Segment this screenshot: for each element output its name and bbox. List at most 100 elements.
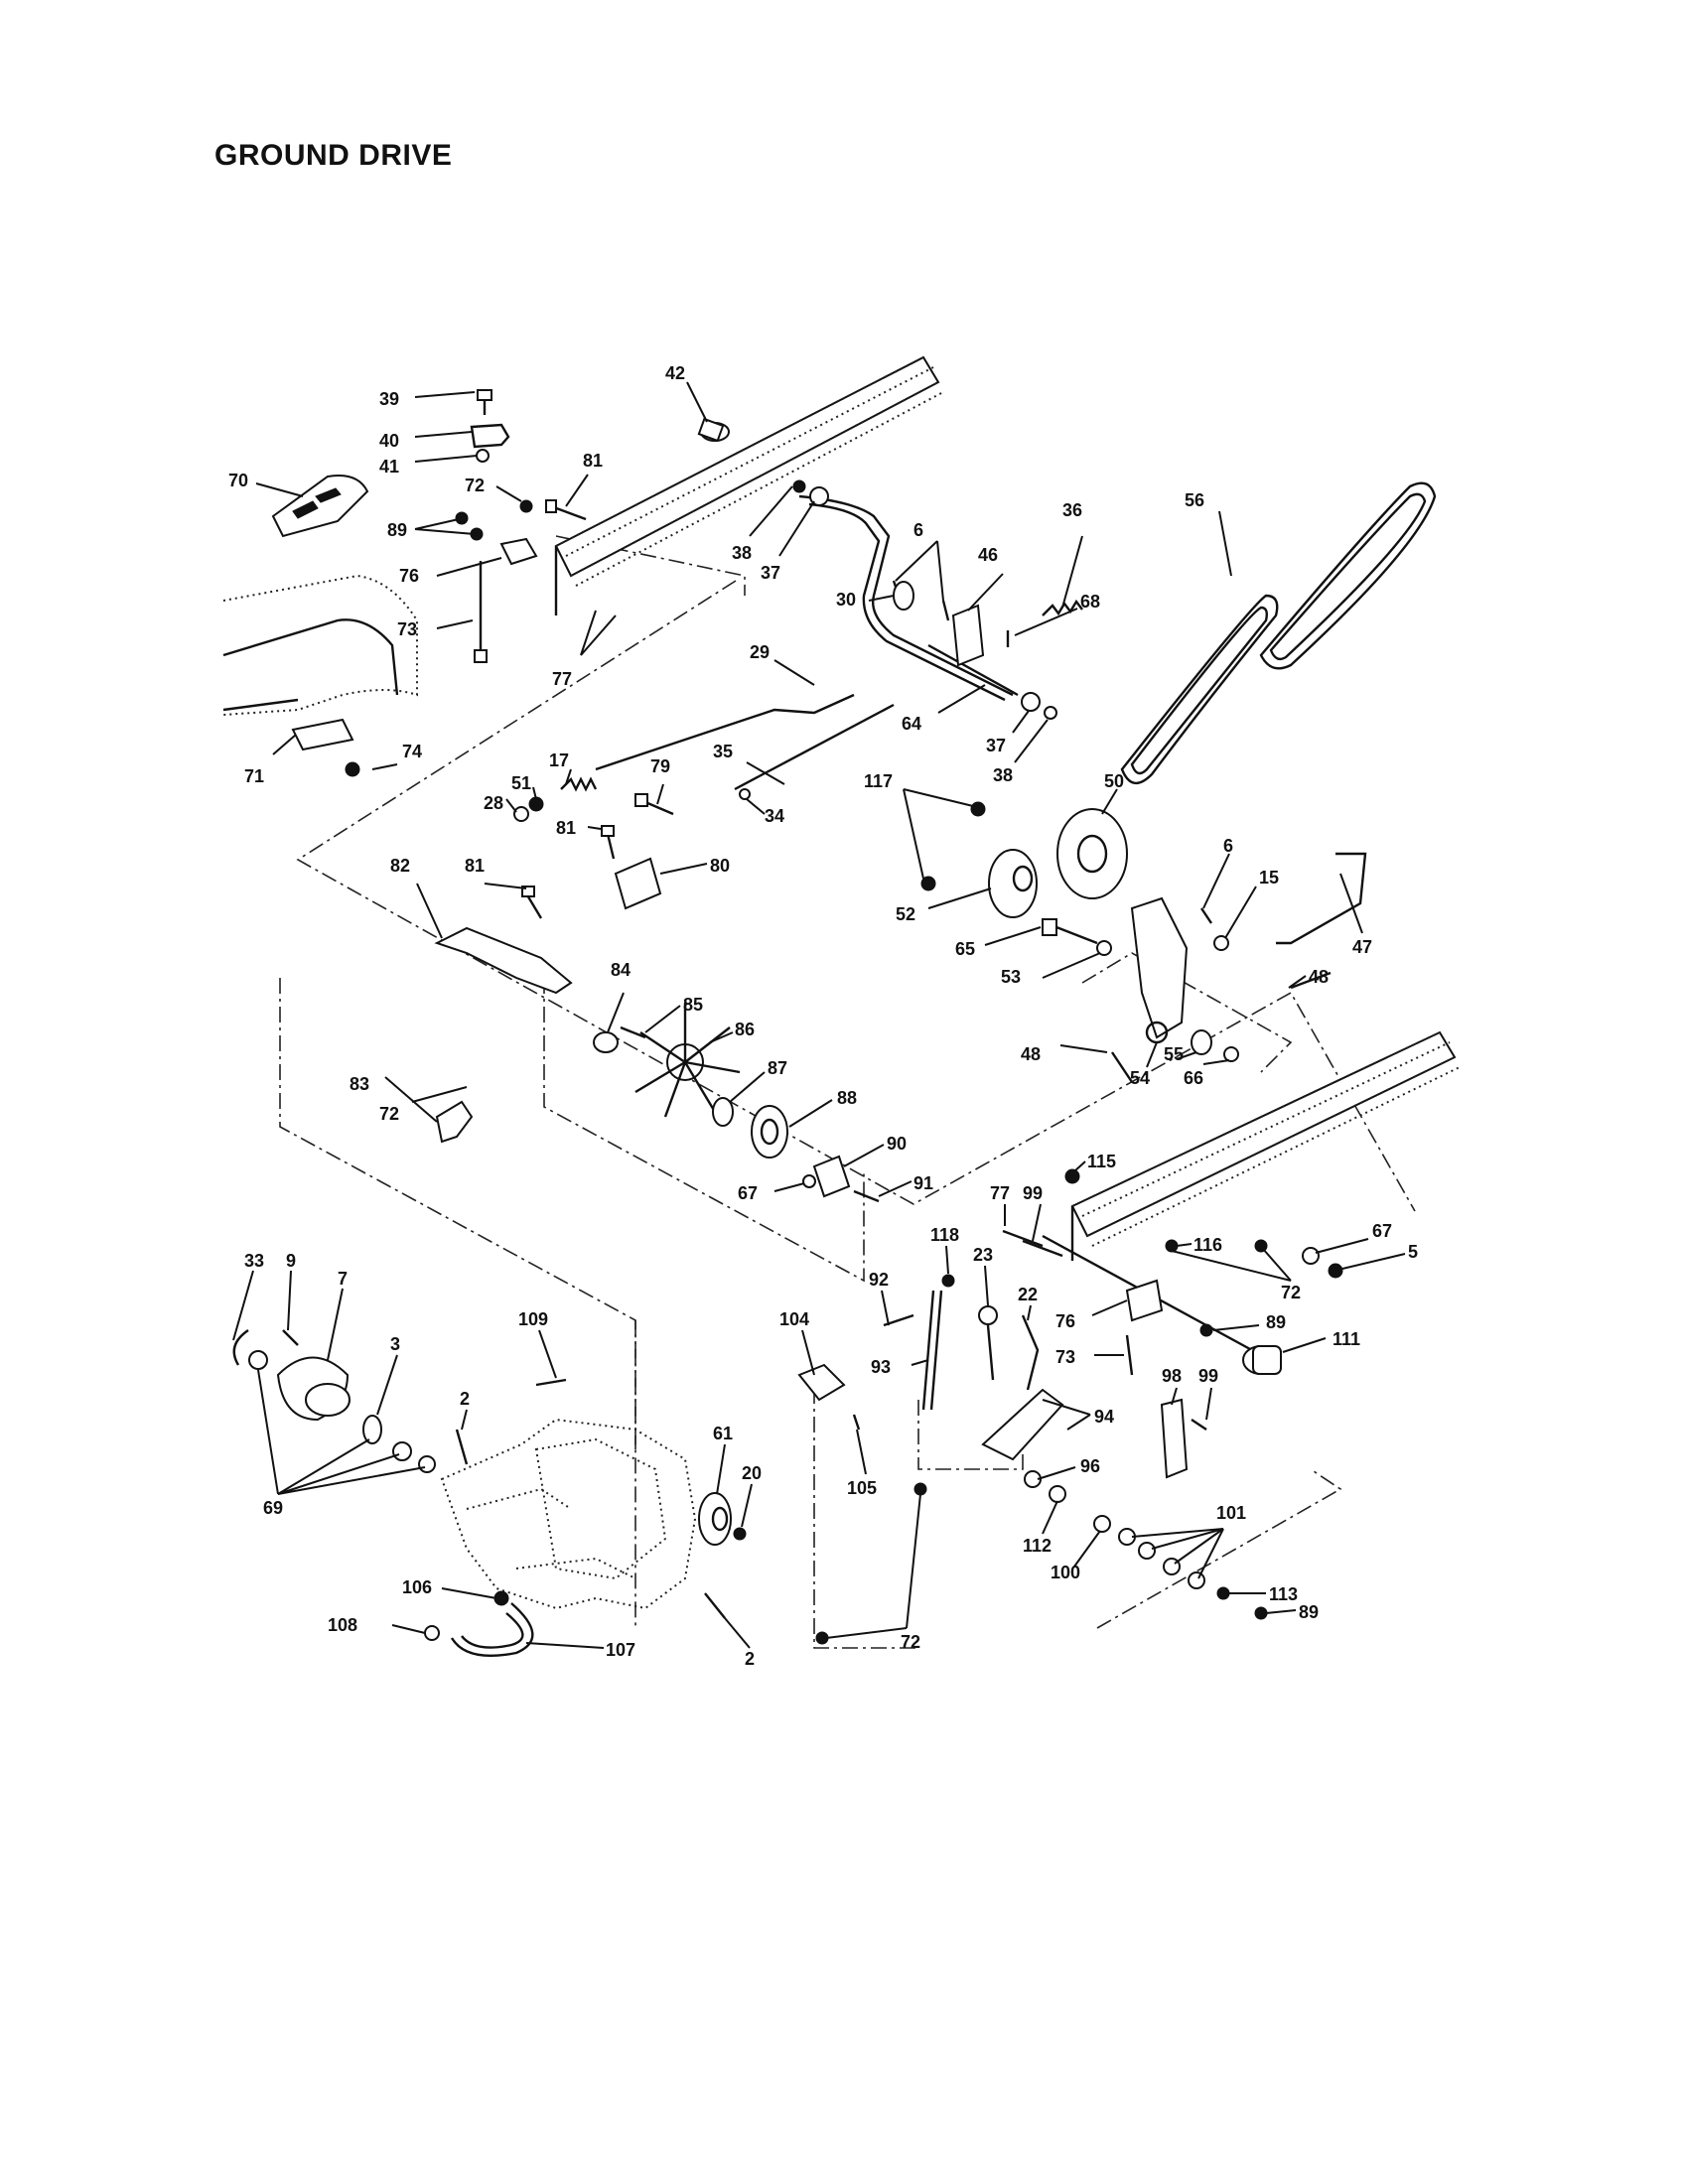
- fender-body: [222, 574, 418, 716]
- callout-36: 36: [1062, 500, 1082, 520]
- callout-92: 92: [869, 1270, 889, 1290]
- callout-74: 74: [402, 742, 422, 761]
- callout-53: 53: [1001, 967, 1021, 987]
- callout-116: 116: [1193, 1235, 1222, 1255]
- transaxle: [440, 1418, 697, 1610]
- callout-108: 108: [328, 1615, 357, 1635]
- callout-38: 38: [732, 543, 752, 563]
- callout-7: 7: [338, 1269, 348, 1289]
- callout-112: 112: [1023, 1536, 1052, 1556]
- callout-89b: 89: [1266, 1312, 1286, 1332]
- callout-81b: 81: [556, 818, 576, 838]
- callout-9: 9: [286, 1251, 296, 1271]
- callout-86: 86: [735, 1020, 755, 1039]
- callout-99b: 99: [1198, 1366, 1218, 1386]
- callout-98: 98: [1162, 1366, 1182, 1386]
- callout-labels: 39 40 41 42 70 72 81 89 38 37 6 36 56 76…: [228, 363, 1418, 1669]
- frame-rail-lower: [1070, 1030, 1461, 1261]
- callout-73b: 73: [1055, 1347, 1075, 1367]
- callout-81: 81: [583, 451, 603, 471]
- callout-83: 83: [350, 1074, 369, 1094]
- callout-34: 34: [765, 806, 784, 826]
- callout-99: 99: [1023, 1183, 1043, 1203]
- callout-33: 33: [244, 1251, 264, 1271]
- callout-107: 107: [606, 1640, 635, 1660]
- callout-2b: 2: [745, 1649, 755, 1669]
- fan-blade: [634, 1003, 741, 1118]
- callout-93: 93: [871, 1357, 891, 1377]
- callout-87: 87: [768, 1058, 787, 1078]
- callout-35: 35: [713, 742, 733, 761]
- callout-29: 29: [750, 642, 770, 662]
- callout-82: 82: [390, 856, 410, 876]
- pulley-bracket-outline: [1081, 952, 1293, 1073]
- callout-38b: 38: [993, 765, 1013, 785]
- callout-76: 76: [399, 566, 419, 586]
- callout-88: 88: [837, 1088, 857, 1108]
- callout-90: 90: [887, 1134, 907, 1154]
- callout-23: 23: [973, 1245, 993, 1265]
- callout-104: 104: [779, 1309, 809, 1329]
- callout-67b: 67: [1372, 1221, 1392, 1241]
- callout-42: 42: [665, 363, 685, 383]
- callout-6: 6: [913, 520, 923, 540]
- callout-100: 100: [1051, 1563, 1080, 1582]
- callout-6b: 6: [1223, 836, 1233, 856]
- callout-37: 37: [761, 563, 780, 583]
- callout-96: 96: [1080, 1456, 1100, 1476]
- callout-64: 64: [902, 714, 921, 734]
- callout-52: 52: [896, 904, 915, 924]
- page-title: GROUND DRIVE: [214, 139, 453, 172]
- callout-111: 111: [1333, 1329, 1360, 1349]
- callout-39: 39: [379, 389, 399, 409]
- callout-71: 71: [244, 766, 264, 786]
- callout-68: 68: [1080, 592, 1100, 612]
- callout-56: 56: [1185, 490, 1204, 510]
- callout-47: 47: [1352, 937, 1372, 957]
- callout-41: 41: [379, 457, 399, 477]
- callout-109: 109: [518, 1309, 548, 1329]
- lower-right-outline: [1096, 1468, 1342, 1629]
- callout-3: 3: [390, 1334, 400, 1354]
- callout-69: 69: [263, 1498, 283, 1518]
- callout-77b: 77: [990, 1183, 1010, 1203]
- callout-50: 50: [1104, 771, 1124, 791]
- upper-frame-outline: [296, 580, 1416, 1212]
- callout-54: 54: [1130, 1068, 1150, 1088]
- callout-72c: 72: [1281, 1283, 1301, 1302]
- callout-115: 115: [1087, 1152, 1116, 1171]
- callout-89c: 89: [1299, 1602, 1319, 1622]
- callout-105: 105: [847, 1478, 877, 1498]
- callout-28: 28: [484, 793, 503, 813]
- callout-70: 70: [228, 471, 248, 490]
- callout-22: 22: [1018, 1285, 1038, 1304]
- callout-113: 113: [1269, 1584, 1298, 1604]
- callout-76b: 76: [1055, 1311, 1075, 1331]
- frame-rail-upper: [554, 355, 944, 615]
- callout-81c: 81: [465, 856, 485, 876]
- callout-118: 118: [930, 1225, 959, 1245]
- callout-117: 117: [864, 771, 893, 791]
- callout-67: 67: [738, 1183, 758, 1203]
- callout-20: 20: [742, 1463, 762, 1483]
- callout-77: 77: [552, 669, 572, 689]
- callout-61: 61: [713, 1424, 733, 1443]
- drive-belt: [1120, 481, 1437, 784]
- callout-37b: 37: [986, 736, 1006, 755]
- callout-2: 2: [460, 1389, 470, 1409]
- callout-73: 73: [397, 619, 417, 639]
- callout-46: 46: [978, 545, 998, 565]
- callout-79: 79: [650, 756, 670, 776]
- control-outline: [813, 1388, 918, 1649]
- callout-5: 5: [1408, 1242, 1418, 1262]
- callout-94: 94: [1094, 1407, 1114, 1427]
- callout-106: 106: [402, 1577, 432, 1597]
- callout-65: 65: [955, 939, 975, 959]
- callout-17: 17: [549, 751, 569, 770]
- callout-80: 80: [710, 856, 730, 876]
- callout-40: 40: [379, 431, 399, 451]
- callout-30: 30: [836, 590, 856, 610]
- callout-72: 72: [465, 476, 485, 495]
- left-group-outline: [279, 978, 636, 1628]
